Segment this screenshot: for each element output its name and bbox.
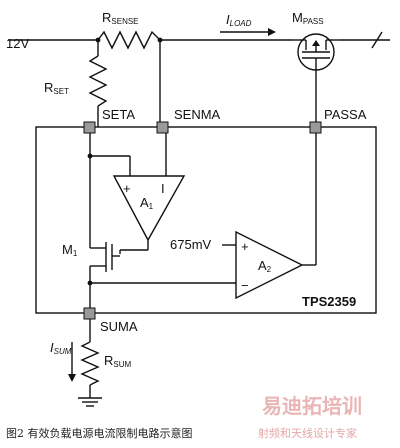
rsense-resistor (97, 30, 161, 50)
isum-label: ISUM (50, 340, 72, 356)
a2-label: A2 (258, 258, 272, 274)
pin-senma (156, 121, 169, 134)
watermark-brand: 易迪拓培训 (262, 394, 362, 418)
iload-arrow-head (268, 28, 276, 36)
mpass-transistor (292, 33, 340, 71)
junction-dots (87, 37, 163, 286)
pin-passa (309, 121, 322, 134)
amplifier-a2 (235, 230, 304, 300)
mpass-label: MPASS (292, 10, 324, 26)
a1-label: A1 (140, 195, 154, 211)
rail-break-mark (371, 31, 383, 49)
pin-suma-label: SUMA (100, 319, 138, 334)
rsense-label: RSENSE (102, 10, 139, 26)
pin-senma-label: SENMA (174, 107, 221, 122)
isum-arrow-head (68, 374, 76, 382)
figure-caption: 图2 有效负载电源电流限制电路示意图 (6, 426, 193, 440)
pin-seta (83, 121, 96, 134)
a2-minus-label: − (241, 278, 249, 293)
watermark-tagline: 射频和天线设计专家 (258, 426, 357, 440)
rset-label: RSET (44, 80, 69, 96)
a2-plus-label: + (241, 239, 249, 254)
pin-suma (83, 307, 96, 320)
vref-label: 675mV (170, 237, 212, 252)
rset-resistor (88, 55, 108, 107)
m1-label: M1 (62, 242, 78, 258)
pin-pads (83, 121, 322, 320)
amplifier-a1 (112, 175, 186, 242)
supply-label: 12V (6, 36, 29, 51)
a1-plus-label: + (123, 181, 131, 196)
iload-label: ILOAD (226, 12, 252, 28)
pin-seta-label: SETA (102, 107, 135, 122)
a1-minus-label: I (161, 181, 165, 196)
chip-name-label: TPS2359 (302, 294, 356, 309)
rsum-label: RSUM (104, 353, 132, 369)
chip-outline (35, 126, 377, 314)
pin-passa-label: PASSA (324, 107, 367, 122)
rsum-resistor (80, 341, 100, 386)
wires (8, 30, 390, 407)
